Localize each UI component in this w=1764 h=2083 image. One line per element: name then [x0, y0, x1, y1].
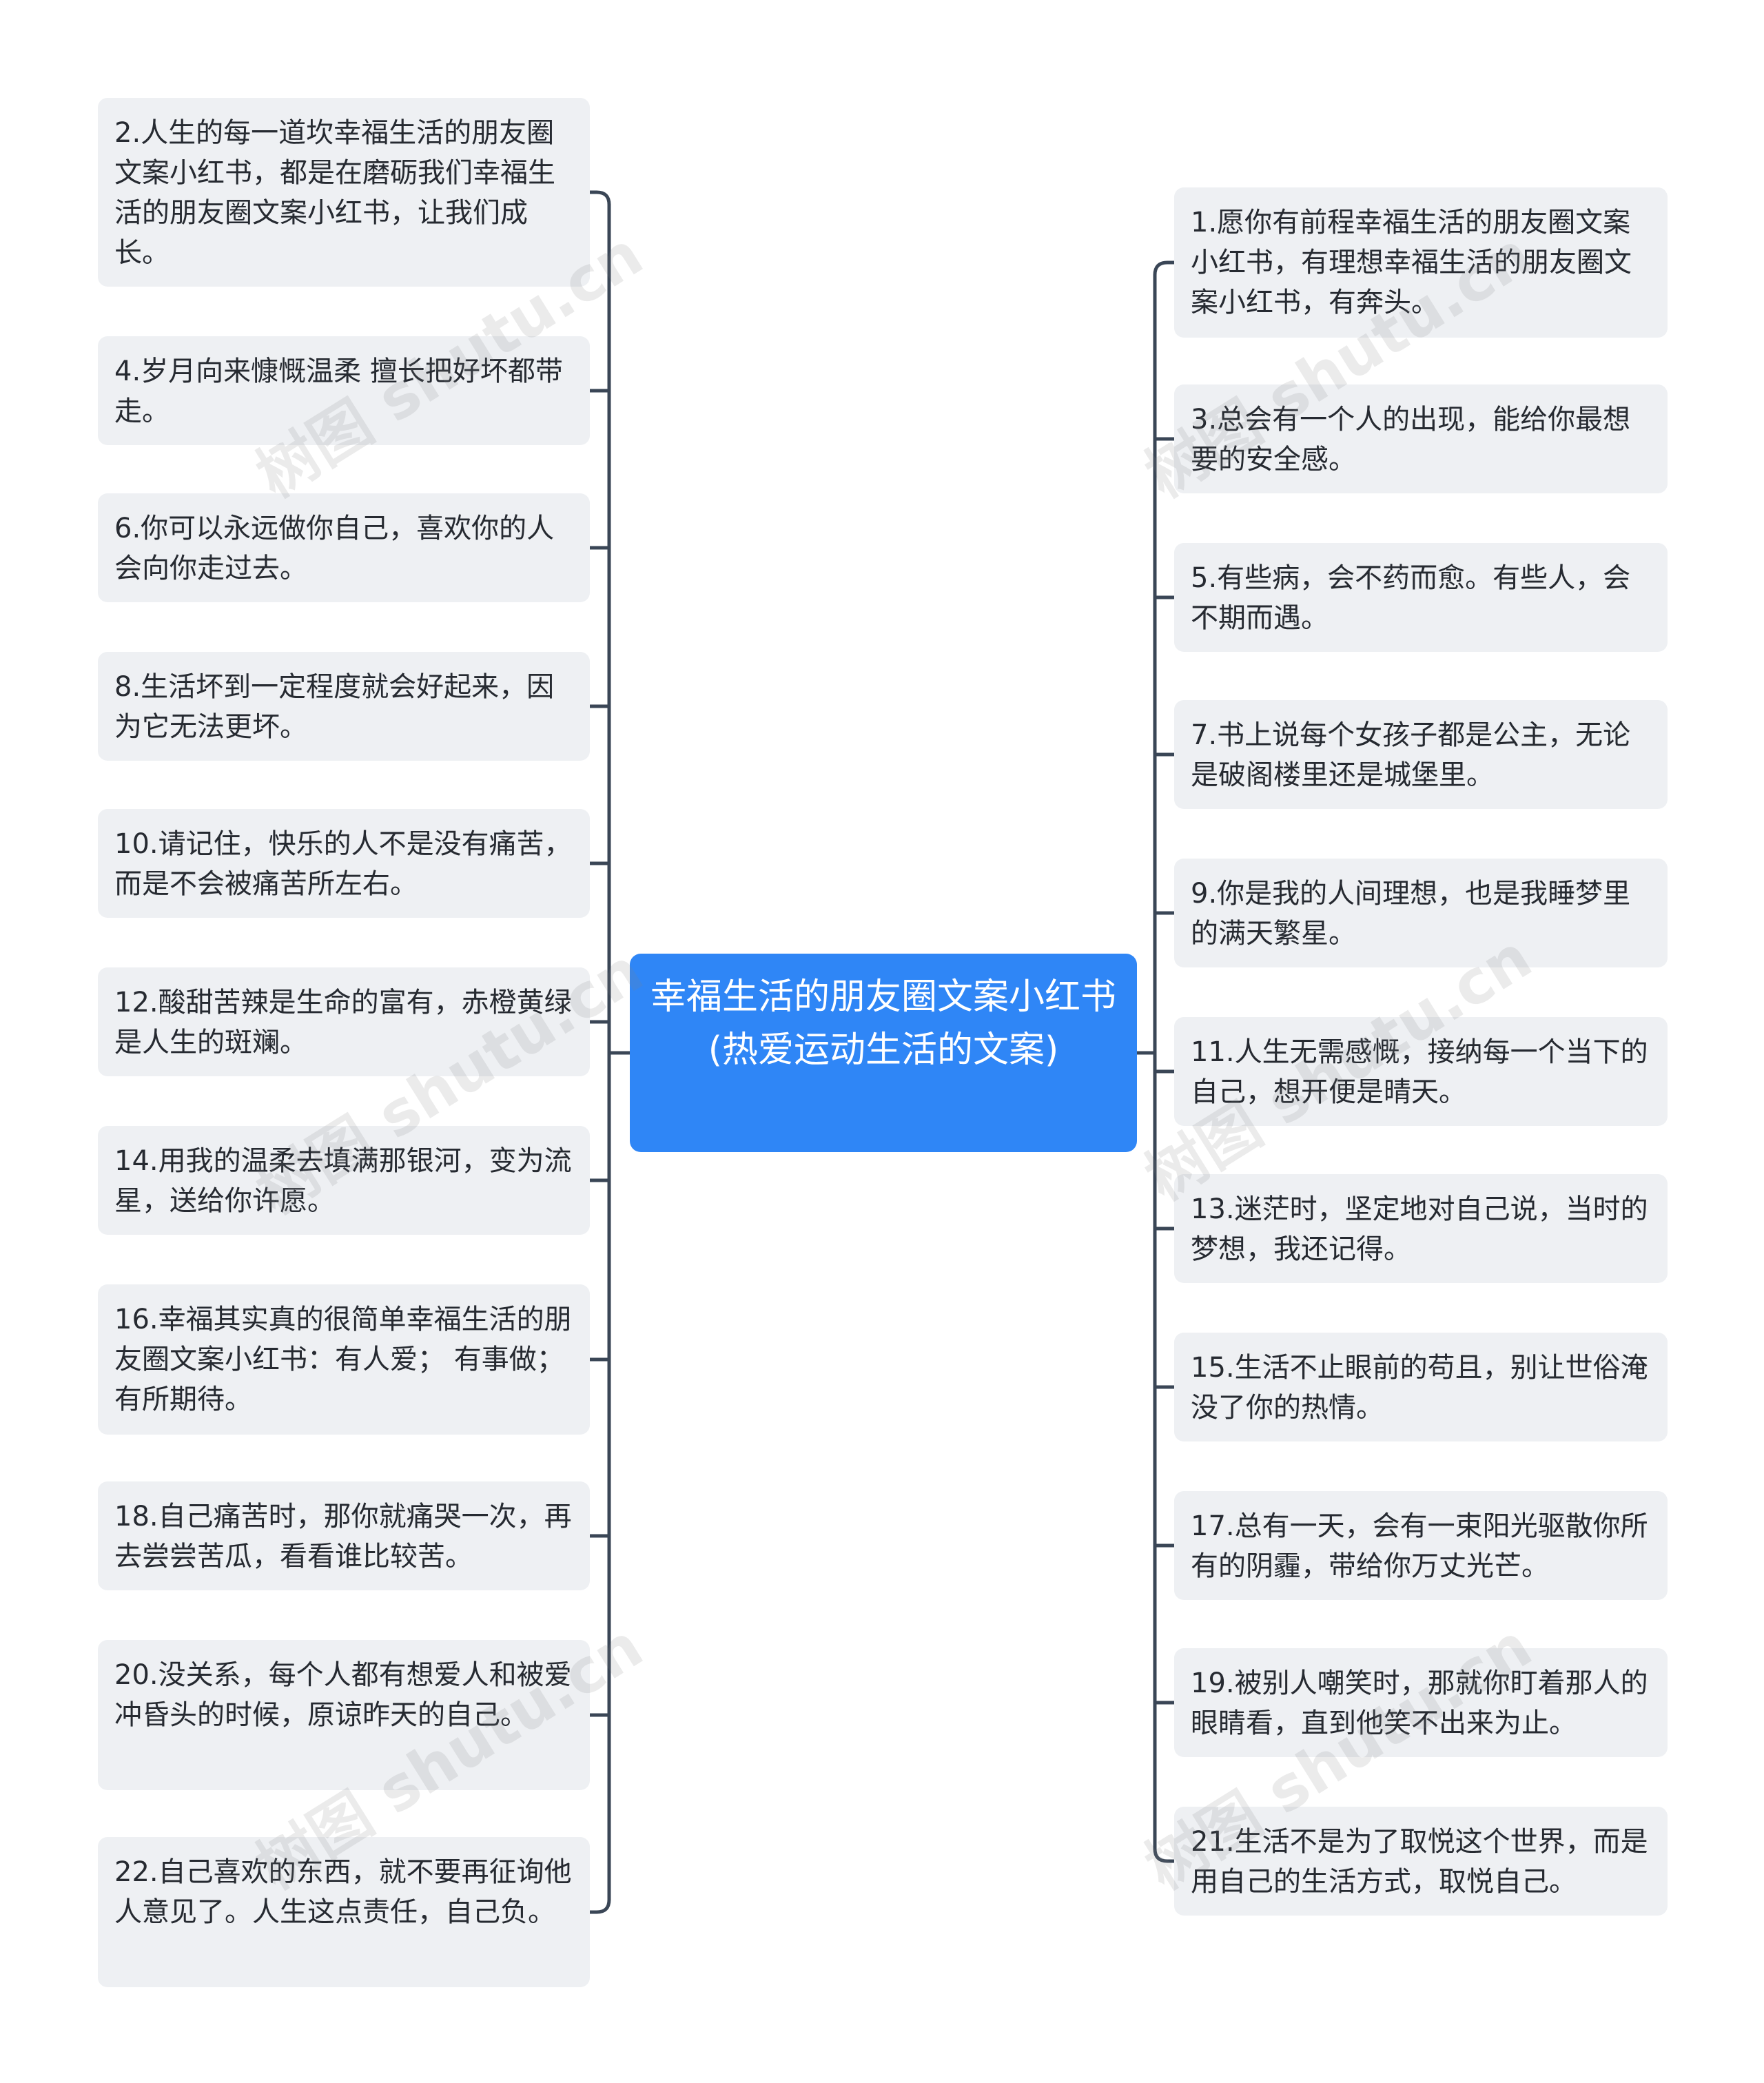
right-node[interactable]: 17.总有一天，会有一束阳光驱散你所有的阴霾，带给你万丈光芒。	[1174, 1491, 1668, 1600]
root-node[interactable]: 幸福生活的朋友圈文案小红书(热爱运动生活的文案)	[630, 954, 1137, 1152]
left-node[interactable]: 18.自己痛苦时，那你就痛哭一次，再去尝尝苦瓜，看看谁比较苦。	[98, 1481, 590, 1590]
left-node[interactable]: 10.请记住，快乐的人不是没有痛苦，而是不会被痛苦所左右。	[98, 809, 590, 918]
right-node[interactable]: 5.有些病，会不药而愈。有些人，会不期而遇。	[1174, 543, 1668, 652]
right-node[interactable]: 19.被别人嘲笑时，那就你盯着那人的眼睛看，直到他笑不出来为止。	[1174, 1648, 1668, 1757]
right-branch-connector	[1153, 260, 1176, 277]
left-branch-connector	[588, 1898, 611, 1914]
left-node[interactable]: 22.自己喜欢的东西，就不要再征询他人意见了。人生这点责任，自己负。	[98, 1837, 590, 1987]
left-node[interactable]: 12.酸甜苦辣是生命的富有，赤橙黄绿是人生的斑斓。	[98, 967, 590, 1076]
left-node[interactable]: 16.幸福其实真的很简单幸福生活的朋友圈文案小红书：有人爱； 有事做；有所期待。	[98, 1284, 590, 1435]
right-node[interactable]: 7.书上说每个女孩子都是公主，无论是破阁楼里还是城堡里。	[1174, 700, 1668, 809]
left-node[interactable]: 14.用我的温柔去填满那银河，变为流星，送给你许愿。	[98, 1126, 590, 1235]
right-node[interactable]: 21.生活不是为了取悦这个世界，而是用自己的生活方式，取悦自己。	[1174, 1807, 1668, 1916]
right-node[interactable]: 11.人生无需感慨，接纳每一个当下的自己，想开便是晴天。	[1174, 1017, 1668, 1126]
left-node[interactable]: 6.你可以永远做你自己，喜欢你的人会向你走过去。	[98, 493, 590, 602]
right-branch-connector	[1153, 1847, 1176, 1863]
left-node[interactable]: 20.没关系，每个人都有想爱人和被爱冲昏头的时候，原谅昨天的自己。	[98, 1640, 590, 1790]
left-node[interactable]: 8.生活坏到一定程度就会好起来，因为它无法更坏。	[98, 652, 590, 761]
right-node[interactable]: 3.总会有一个人的出现，能给你最想要的安全感。	[1174, 384, 1668, 493]
left-node[interactable]: 4.岁月向来慷慨温柔 擅长把好坏都带走。	[98, 336, 590, 445]
right-node[interactable]: 9.你是我的人间理想，也是我睡梦里的满天繁星。	[1174, 859, 1668, 967]
left-node[interactable]: 2.人生的每一道坎幸福生活的朋友圈文案小红书，都是在磨砺我们幸福生活的朋友圈文案…	[98, 98, 590, 287]
right-node[interactable]: 15.生活不止眼前的苟且，别让世俗淹没了你的热情。	[1174, 1333, 1668, 1441]
right-node[interactable]: 13.迷茫时，坚定地对自己说，当时的梦想，我还记得。	[1174, 1174, 1668, 1283]
left-branch-connector	[588, 190, 611, 207]
right-node[interactable]: 1.愿你有前程幸福生活的朋友圈文案小红书，有理想幸福生活的朋友圈文案小红书，有奔…	[1174, 187, 1668, 338]
